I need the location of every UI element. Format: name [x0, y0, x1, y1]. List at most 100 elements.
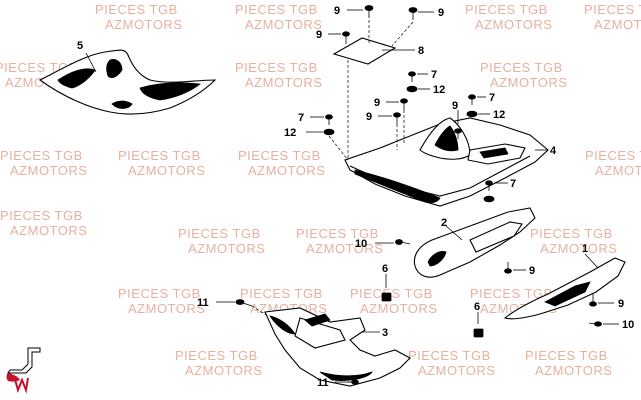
watermark-text: AZMOTORS: [128, 163, 205, 178]
callout-11: 11: [317, 377, 329, 389]
callout-9: 9: [618, 298, 624, 310]
washer-icon: [323, 128, 335, 136]
callout-10: 10: [355, 238, 367, 250]
watermark-text: PIECES TGB: [95, 2, 178, 17]
clip-icon: [381, 292, 392, 302]
screw-icon: [325, 114, 333, 125]
screw-icon: [400, 98, 408, 110]
watermark-text: AZMOTORS: [185, 363, 262, 378]
watermark-text: PIECES TGB: [118, 148, 201, 163]
callout-3: 3: [382, 327, 388, 339]
watermark-text: AZMOTORS: [248, 163, 325, 178]
callout-11: 11: [197, 297, 209, 309]
brand-logo: [6, 347, 41, 394]
screw-icon: [485, 180, 493, 191]
watermark-text: AZMOTORS: [105, 17, 182, 32]
callout-4: 4: [550, 145, 557, 157]
part-4-tray: 4: [344, 117, 557, 207]
watermark-text: PIECES TGB: [584, 2, 641, 17]
screw-icon: [588, 321, 602, 327]
screw-group-top: 9 9 9: [316, 5, 444, 47]
watermark-text: AZMOTORS: [360, 301, 437, 316]
callout-9: 9: [334, 5, 340, 17]
watermark-text: PIECES TGB: [175, 348, 258, 363]
part-6-clips: 6 6: [381, 263, 484, 338]
watermark-text: PIECES TGB: [296, 226, 379, 241]
screw-icon: [364, 5, 374, 18]
screw-icon: [454, 128, 462, 139]
watermark-text: PIECES TGB: [0, 148, 83, 163]
watermark-text: PIECES TGB: [118, 286, 201, 301]
watermark-text: AZMOTORS: [595, 163, 641, 178]
watermark-text: PIECES TGB: [0, 208, 83, 223]
callout-9: 9: [529, 265, 535, 277]
watermark-layer: PIECES TGB AZMOTORS PIECES TGB AZMOTORS …: [0, 2, 641, 378]
watermark-text: PIECES TGB: [178, 226, 261, 241]
part-5-panel: 5: [38, 40, 217, 115]
screw-icon: [235, 299, 253, 307]
watermark-text: AZMOTORS: [475, 17, 552, 32]
watermark-text: AZMOTORS: [10, 163, 87, 178]
callout-7: 7: [298, 112, 304, 124]
part-3-floor-panel: 3 11 11: [197, 297, 411, 389]
watermark-text: AZMOTORS: [490, 75, 567, 90]
screw-icon: [468, 94, 476, 105]
watermark-text: AZMOTORS: [306, 241, 383, 256]
callout-2: 2: [441, 217, 447, 229]
callout-9: 9: [438, 7, 444, 19]
watermark-text: AZMOTORS: [10, 223, 87, 238]
callout-7: 7: [510, 178, 516, 190]
clip-icon: [473, 328, 484, 338]
callout-12: 12: [493, 109, 505, 121]
callout-10: 10: [622, 319, 634, 331]
watermark-text: PIECES TGB: [470, 286, 553, 301]
screw-icon: [348, 379, 359, 385]
part-1-side-cover: 1 9 10: [503, 243, 634, 331]
watermark-text: AZMOTORS: [128, 301, 205, 316]
watermark-text: PIECES TGB: [240, 286, 323, 301]
watermark-text: PIECES TGB: [235, 60, 318, 75]
watermark-text: AZMOTORS: [188, 241, 265, 256]
watermark-text: PIECES TGB: [525, 348, 608, 363]
screw-icon: [342, 31, 350, 44]
screw-icon: [408, 71, 416, 82]
watermark-text: AZMOTORS: [418, 363, 495, 378]
watermark-text: AZMOTORS: [245, 75, 322, 90]
callout-7: 7: [489, 92, 495, 104]
screw-icon: [504, 262, 512, 274]
callout-6: 6: [382, 263, 388, 275]
callout-5: 5: [77, 40, 83, 52]
watermark-text: PIECES TGB: [530, 226, 613, 241]
callout-1: 1: [582, 243, 588, 255]
watermark-text: PIECES TGB: [238, 148, 321, 163]
watermark-text: PIECES TGB: [408, 348, 491, 363]
screw-icon: [395, 239, 411, 245]
watermark-text: PIECES TGB: [235, 2, 318, 17]
callout-9: 9: [452, 100, 458, 112]
callout-12: 12: [284, 127, 296, 139]
fastener-group-tray: 7 12 9 9 7 12: [284, 60, 516, 203]
washer-icon: [406, 85, 418, 93]
watermark-text: AZMOTORS: [245, 17, 322, 32]
watermark-text: PIECES TGB: [465, 2, 548, 17]
watermark-text: AZMOTORS: [540, 241, 617, 256]
callout-12: 12: [433, 84, 445, 96]
watermark-text: PIECES TGB: [480, 60, 563, 75]
screw-icon: [589, 294, 597, 307]
callout-7: 7: [431, 69, 437, 81]
screw-icon: [408, 7, 418, 20]
callout-8: 8: [418, 45, 424, 57]
washer-icon: [483, 195, 495, 203]
screw-icon: [393, 112, 401, 124]
callout-9: 9: [374, 97, 380, 109]
callout-6: 6: [474, 301, 480, 313]
washer-icon: [466, 110, 478, 118]
watermark-text: PIECES TGB: [585, 148, 641, 163]
callout-9: 9: [366, 111, 372, 123]
callout-9: 9: [316, 29, 322, 41]
part-8-plate: 8: [332, 37, 424, 65]
fastener-extra: 9: [0, 0, 6, 3]
watermark-text: AZMOTORS: [535, 363, 612, 378]
